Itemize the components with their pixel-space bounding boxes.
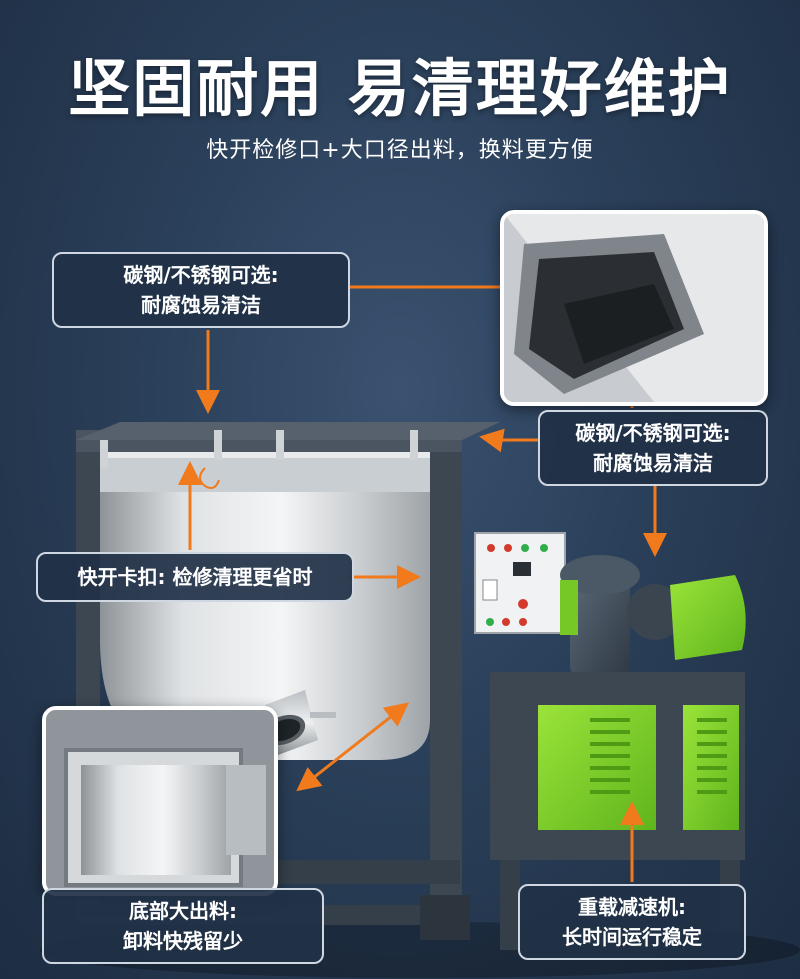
green-base [490,672,745,950]
callout-bottom-outlet-line1: 底部大出料: [129,899,237,923]
page-subline: 快开检修口+大口径出料，换料更方便 [206,138,594,163]
callout-bottom-outlet: 底部大出料: 卸料快残留少 [42,888,324,964]
callout-material-right-line1: 碳钢/不锈钢可选: [575,421,731,445]
gear-reducer [560,555,746,675]
callout-material-left: 碳钢/不锈钢可选: 耐腐蚀易清洁 [52,252,350,328]
inner-tank-photo [500,210,768,406]
callout-bottom-outlet-line2: 卸料快残留少 [123,929,243,953]
callout-material-right-line2: 耐腐蚀易清洁 [593,451,713,475]
callout-material-left-line2: 耐腐蚀易清洁 [141,293,261,317]
callout-quick-clamp-line1: 快开卡扣: 检修清理更省时 [77,565,313,589]
callout-gear-reducer: 重载减速机: 长时间运行稳定 [518,884,746,960]
callout-gear-reducer-line1: 重载减速机: [578,895,686,919]
callout-material-right: 碳钢/不锈钢可选: 耐腐蚀易清洁 [538,410,768,486]
callout-material-left-line1: 碳钢/不锈钢可选: [123,263,279,287]
arrow-outlet-link [296,702,410,792]
arrow-to-frame [479,428,538,453]
bottom-outlet-photo [42,706,278,896]
control-box [474,532,566,634]
callout-gear-reducer-line2: 长时间运行稳定 [562,925,702,949]
page-headline: 坚固耐用 易清理好维护 [68,52,732,125]
callout-quick-clamp: 快开卡扣: 检修清理更省时 [36,552,354,602]
